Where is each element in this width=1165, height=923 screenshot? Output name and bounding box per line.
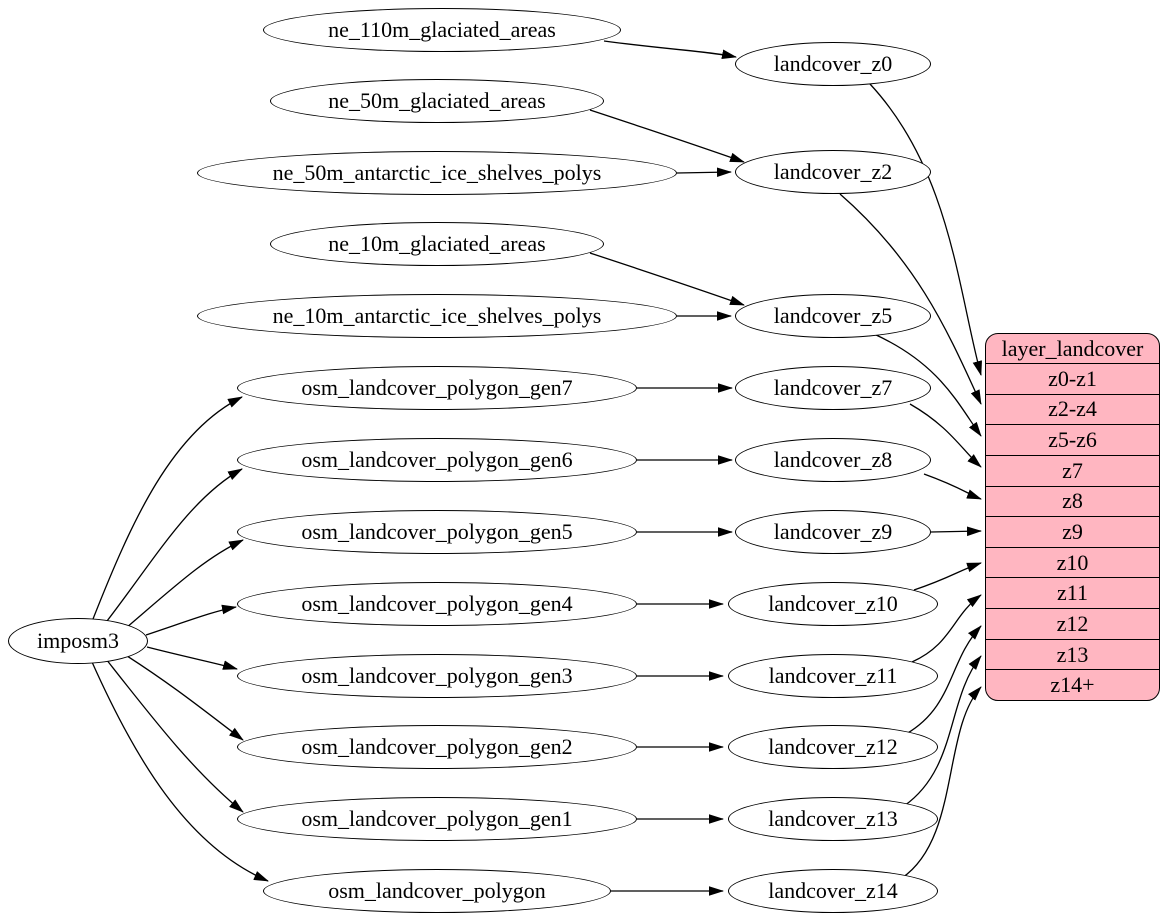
layer-table-row-z11: z11 xyxy=(986,577,1159,608)
node-landcover-z7: landcover_z7 xyxy=(735,366,931,410)
node-ne-50m-glaciated-areas: ne_50m_glaciated_areas xyxy=(270,79,604,123)
node-osm-landcover-polygon-gen5: osm_landcover_polygon_gen5 xyxy=(237,510,637,554)
layer-table-row-z8: z8 xyxy=(986,485,1159,517)
layer-table-row-z13: z13 xyxy=(986,638,1159,670)
node-osm-landcover-polygon-gen3: osm_landcover_polygon_gen3 xyxy=(237,654,637,698)
edge-z8-row xyxy=(923,473,982,500)
node-landcover-z5: landcover_z5 xyxy=(735,294,931,338)
node-ne-10m-antarctic-ice-shelves-polys: ne_10m_antarctic_ice_shelves_polys xyxy=(197,294,677,338)
table-layer-landcover: layer_landcover z0-z1 z2-z4 z5-z6 z7 z8 … xyxy=(985,333,1160,701)
edge-imposm3-gen4 xyxy=(145,604,237,636)
node-osm-landcover-polygon-gen1: osm_landcover_polygon_gen1 xyxy=(237,797,637,841)
node-landcover-z10: landcover_z10 xyxy=(728,582,938,626)
edge-ne50m-z2 xyxy=(589,109,745,163)
edge-ne110m-z0 xyxy=(603,40,737,59)
edge-imposm3-gen3 xyxy=(146,646,238,670)
edge-ne50m-ant-z2 xyxy=(676,167,732,178)
edge-z0-row xyxy=(869,83,982,376)
edge-z12-row xyxy=(905,625,982,735)
node-landcover-z8: landcover_z8 xyxy=(735,438,931,482)
node-ne-110m-glaciated-areas: ne_110m_glaciated_areas xyxy=(263,8,621,52)
node-landcover-z13: landcover_z13 xyxy=(728,797,938,841)
node-ne-50m-antarctic-ice-shelves-polys: ne_50m_antarctic_ice_shelves_polys xyxy=(197,151,677,195)
node-osm-landcover-polygon-gen4: osm_landcover_polygon_gen4 xyxy=(237,582,637,626)
edge-imposm3-gen2 xyxy=(123,653,244,741)
node-landcover-z12: landcover_z12 xyxy=(728,725,938,769)
layer-table-row-z9: z9 xyxy=(986,516,1159,547)
edge-z14-row xyxy=(901,686,982,879)
edge-z11-row xyxy=(911,594,982,663)
layer-table-title: layer_landcover xyxy=(1001,335,1144,361)
edge-imposm3-polygon xyxy=(91,661,269,882)
edge-z7-row xyxy=(909,403,982,468)
node-landcover-z0: landcover_z0 xyxy=(735,42,931,86)
node-osm-landcover-polygon-gen6: osm_landcover_polygon_gen6 xyxy=(237,438,637,482)
layer-table-row-z0-z1: z0-z1 xyxy=(986,363,1159,394)
node-landcover-z9: landcover_z9 xyxy=(735,510,931,554)
layer-table-row-z14plus: z14+ xyxy=(986,669,1159,700)
layer-table-row-z10: z10 xyxy=(986,546,1159,578)
layer-table-row-z2-z4: z2-z4 xyxy=(986,393,1159,425)
node-osm-landcover-polygon-gen2: osm_landcover_polygon_gen2 xyxy=(237,725,637,769)
layer-table-row-z7: z7 xyxy=(986,454,1159,486)
edge-imposm3-gen5 xyxy=(125,539,244,629)
layer-table-row-z5-z6: z5-z6 xyxy=(986,424,1159,455)
node-landcover-z14: landcover_z14 xyxy=(728,869,938,913)
edge-z9-row xyxy=(930,526,982,537)
node-landcover-z11: landcover_z11 xyxy=(728,654,938,698)
node-osm-landcover-polygon: osm_landcover_polygon xyxy=(263,869,611,913)
node-osm-landcover-polygon-gen7: osm_landcover_polygon_gen7 xyxy=(237,366,637,410)
edge-z2-row xyxy=(839,193,982,405)
node-imposm3: imposm3 xyxy=(8,618,148,664)
layer-table-row-z12: z12 xyxy=(986,608,1159,639)
node-ne-10m-glaciated-areas: ne_10m_glaciated_areas xyxy=(270,222,604,266)
node-landcover-z2: landcover_z2 xyxy=(735,150,931,194)
edge-z13-row xyxy=(903,655,982,807)
edge-imposm3-gen7 xyxy=(92,396,243,620)
edge-ne10m-z5 xyxy=(589,252,745,306)
edge-imposm3-gen1 xyxy=(105,658,244,813)
edge-z5-row xyxy=(873,333,982,437)
edge-imposm3-gen6 xyxy=(106,468,243,622)
edge-z10-row xyxy=(913,562,982,591)
